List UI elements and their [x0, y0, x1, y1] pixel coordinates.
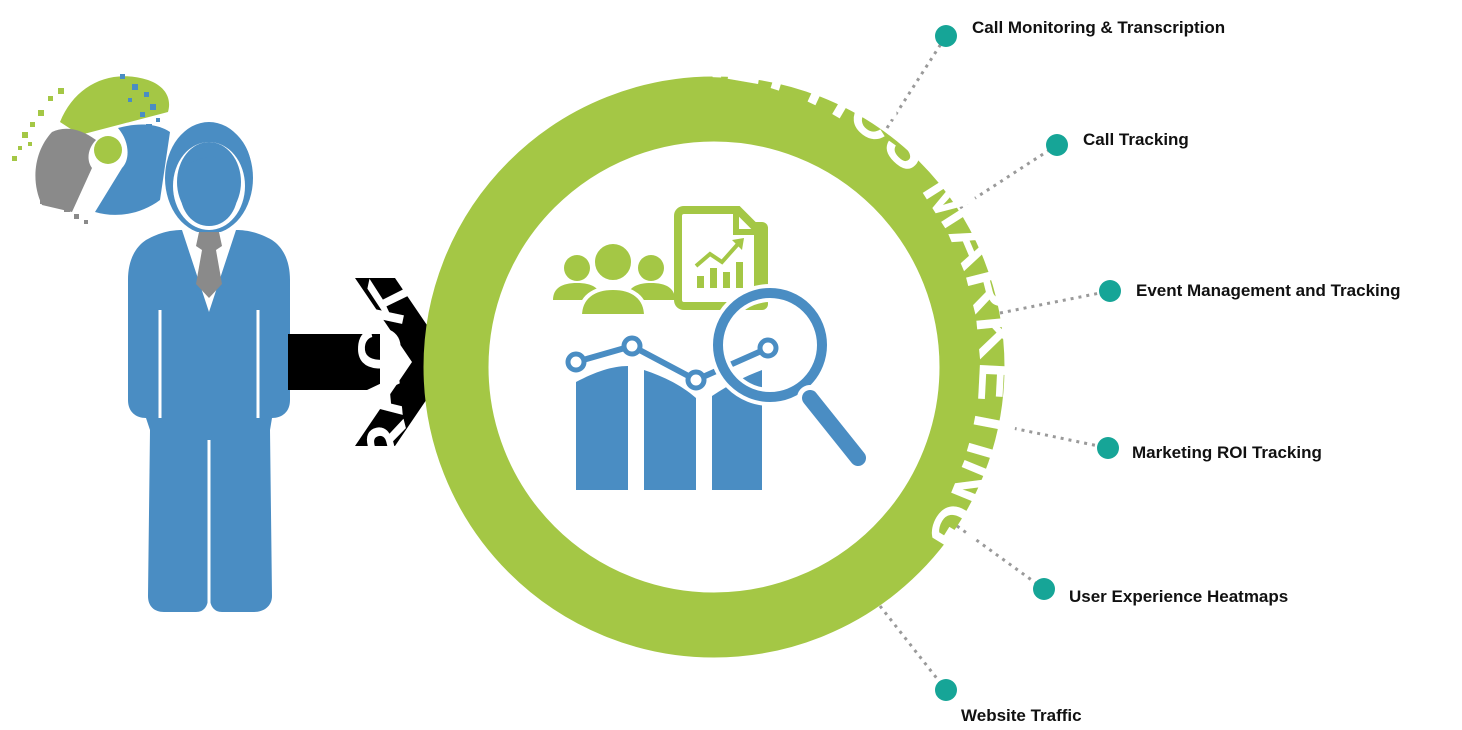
feature-call-monitoring: Call Monitoring & Transcription [935, 18, 1225, 47]
feature-label: Event Management and Tracking [1136, 281, 1401, 300]
feature-call-tracking: Call Tracking [1046, 130, 1189, 156]
feature-event-management: Event Management and Tracking [1099, 280, 1401, 302]
connector-line [999, 289, 1111, 315]
feature-label: Website Traffic [961, 706, 1082, 725]
businessman-icon [128, 122, 290, 612]
connector-line [885, 35, 948, 129]
feature-marketing-roi: Marketing ROI Tracking [1097, 437, 1322, 462]
bar-line-chart-icon [565, 335, 779, 490]
feature-label: Marketing ROI Tracking [1132, 443, 1322, 462]
feature-label: User Experience Heatmaps [1069, 587, 1288, 606]
feature-dot [1097, 437, 1119, 459]
connector-line [878, 605, 948, 691]
pixel-p-logo-icon [12, 74, 170, 224]
users-group-icon [553, 240, 675, 318]
feature-label: Call Tracking [1083, 130, 1189, 149]
feature-website-traffic: Website Traffic [935, 679, 1082, 725]
connector-lines [878, 35, 1111, 691]
magnifying-glass-icon [709, 284, 871, 471]
connector-line [959, 143, 1058, 210]
feature-dot [1046, 134, 1068, 156]
feature-dot [1033, 578, 1055, 600]
feature-dot [935, 679, 957, 701]
connector-line [997, 423, 1109, 450]
green-ring [423, 76, 1005, 658]
feature-dot [1099, 280, 1121, 302]
feature-dot [935, 25, 957, 47]
feature-list: Call Monitoring & Transcription Call Tra… [935, 18, 1401, 725]
connector-line [956, 524, 1045, 591]
feature-ux-heatmaps: User Experience Heatmaps [1033, 578, 1288, 606]
feature-label: Call Monitoring & Transcription [972, 18, 1225, 37]
